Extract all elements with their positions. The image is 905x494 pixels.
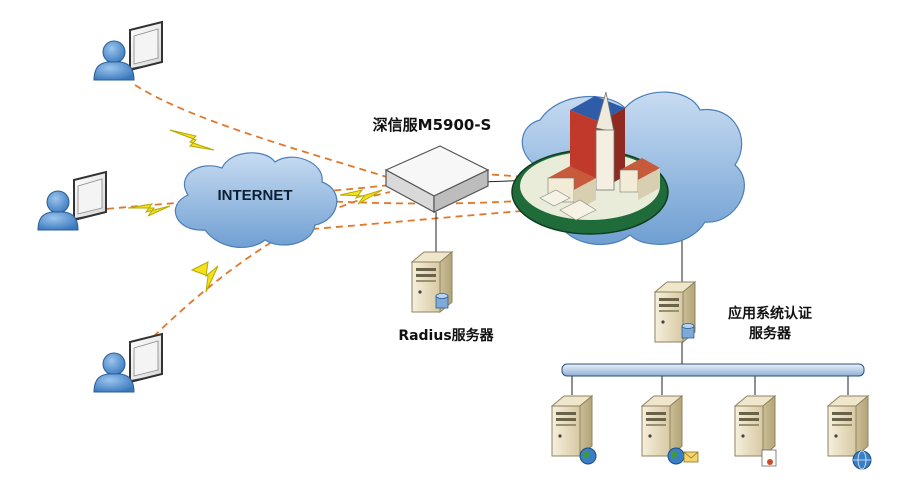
lightning-icon-user3 <box>190 261 219 293</box>
server-tower-icon <box>551 395 593 457</box>
user-laptop-icon <box>37 171 107 231</box>
vpn-gateway-icon <box>384 145 490 214</box>
server-tower-icon <box>734 395 776 457</box>
campus-network <box>511 91 745 245</box>
application-server-1 <box>551 395 597 465</box>
database-icon <box>435 293 449 309</box>
tunnel-user1 <box>134 84 391 179</box>
auth-label-line2: 服务器 <box>749 325 792 342</box>
radius-server: Radius服务器 <box>398 251 495 344</box>
application-server-4 <box>827 395 872 470</box>
internet-label: INTERNET <box>218 187 293 204</box>
internet-cloud: INTERNET <box>174 152 338 248</box>
remote-user-2 <box>37 171 107 231</box>
gateway-label: 深信服M5900-S <box>373 116 492 134</box>
remote-user-1 <box>93 21 163 81</box>
lightning-icon-user1 <box>169 129 215 151</box>
physical-links <box>435 179 849 395</box>
remote-user-3 <box>93 333 163 393</box>
lightning-icon-gateway <box>339 189 383 205</box>
lightning-icon-user2 <box>127 203 171 217</box>
user-laptop-icon <box>93 21 163 81</box>
server-tower-icon <box>827 395 869 457</box>
wan-link-lightning-icons <box>127 129 383 293</box>
network-backbone-bar <box>561 363 865 377</box>
radius-label: Radius服务器 <box>398 327 494 344</box>
campus-buildings-icon <box>539 91 660 221</box>
app-auth-server: 应用系统认证 服务器 <box>654 281 812 343</box>
vpn-gateway-device: 深信服M5900-S <box>373 116 492 214</box>
application-server-2 <box>641 395 699 465</box>
server-tower-icon <box>641 395 683 457</box>
auth-label-line1: 应用系统认证 <box>728 305 812 322</box>
database-icon <box>681 323 695 339</box>
user-laptop-icon <box>93 333 163 393</box>
web-globe-icon <box>852 450 872 470</box>
globe-mail-icon <box>667 447 699 465</box>
certificate-icon <box>761 449 777 467</box>
application-server-3 <box>734 395 777 467</box>
globe-icon <box>579 447 597 465</box>
